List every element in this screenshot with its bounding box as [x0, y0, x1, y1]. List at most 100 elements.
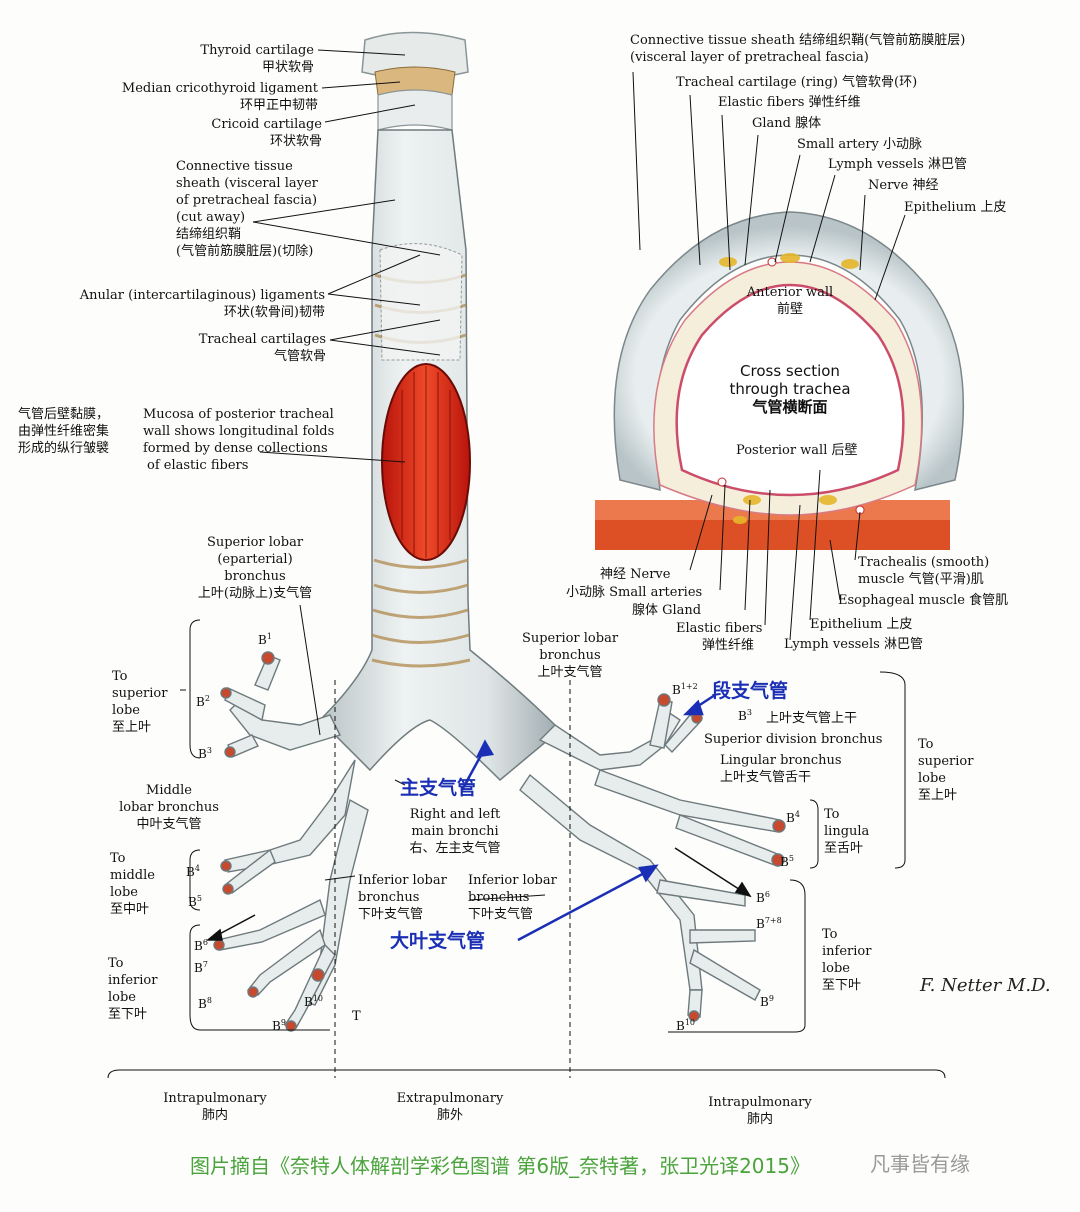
label-text: Esophageal muscle 食管肌: [838, 593, 1009, 608]
label-cs-small-arteries: 小动脉 Small arteries: [566, 584, 702, 601]
annotation-arrows: [460, 693, 716, 942]
seg-text: B: [198, 747, 207, 761]
label-line: of elastic fibers: [147, 458, 249, 473]
label-line: 气管后壁黏膜，: [18, 407, 110, 422]
label-text: Epithelium 上皮: [810, 617, 913, 632]
label-segmental-bronchi-blue: 段支气管: [712, 680, 788, 702]
label-line: bronchus: [539, 648, 601, 663]
seg-sup: 1+2: [680, 682, 698, 691]
label-cs-lymph-bottom: Lymph vessels 淋巴管: [784, 636, 923, 653]
segment-rb6: B6: [756, 886, 770, 907]
seg-text: B: [258, 633, 267, 647]
label-en: Intrapulmonary: [708, 1095, 812, 1110]
segment-rb10: B10: [676, 1014, 695, 1035]
label-text: Superior division bronchus: [704, 732, 883, 747]
region-intrapulmonary-right: Intrapulmonary 肺内: [685, 1094, 835, 1128]
label-connective-tissue-sheath: Connective tissue sheath (visceral layer…: [176, 158, 318, 260]
label-line: Inferior lobar: [358, 873, 447, 888]
black-arrows: [205, 847, 752, 941]
seg-text: B: [186, 865, 195, 879]
segment-rb5: B5: [780, 850, 794, 871]
label-anterior-wall: Anterior wall 前壁: [720, 284, 860, 318]
label-text: 神经 Nerve: [600, 567, 671, 582]
segment-b3: B3: [198, 742, 212, 763]
segment-rb12: B1+2: [672, 678, 698, 699]
seg-sup: 10: [684, 1018, 696, 1027]
seg-text: B: [196, 695, 205, 709]
label-cs-nerve: Nerve 神经: [868, 177, 938, 194]
label-zh: (气管前筋膜脏层)(切除): [176, 244, 314, 259]
label-en: Extrapulmonary: [396, 1091, 504, 1106]
label-line: lobar bronchus: [119, 800, 219, 815]
right-bronchial-tree: [213, 651, 369, 1032]
label-en: Elastic fibers: [676, 621, 763, 636]
label-cs-nerve-bottom: 神经 Nerve: [600, 566, 670, 583]
label-zh: 甲状软骨: [261, 60, 314, 75]
label-cs-cartilage: Tracheal cartilage (ring) 气管软骨(环): [676, 74, 917, 91]
segment-b4: B4: [186, 860, 200, 881]
label-cs-epithelium: Epithelium 上皮: [904, 199, 1006, 216]
label-line: 形成的纵行皱襞: [18, 441, 110, 456]
label-tracheal-cartilages: Tracheal cartilages 气管软骨: [150, 331, 326, 365]
label-lingular-bronchus: Lingular bronchus 上叶支气管舌干: [720, 752, 842, 786]
seg-text: B: [760, 995, 769, 1009]
seg-text: B: [756, 917, 765, 931]
label-line: To: [824, 807, 840, 822]
label-inferior-lobar-left: Inferior lobar bronchus 下叶支气管: [358, 872, 447, 923]
label-line: Inferior lobar: [468, 873, 557, 888]
label-esophageal-muscle: Esophageal muscle 食管肌: [838, 592, 1008, 609]
label-cs-gland: Gland 腺体: [752, 115, 821, 132]
label-text: 大叶支气管: [390, 930, 486, 952]
seg-sup: 8: [206, 996, 212, 1005]
seg-text: B: [786, 811, 795, 825]
label-line: lobe: [108, 990, 136, 1005]
cross-section-title: Cross section through trachea 气管横断面: [700, 362, 880, 416]
label-line: Trachealis (smooth): [858, 555, 990, 570]
source-caption: 图片摘自《奈特人体解剖学彩色图谱 第6版_奈特著，张卫光译2015》: [190, 1154, 810, 1178]
seg-text: B: [188, 895, 197, 909]
label-zh: 前壁: [776, 302, 803, 317]
seg-text: B: [194, 961, 203, 975]
segment-b2: B2: [196, 690, 210, 711]
label-zh: 至上叶: [918, 788, 958, 803]
label-en: Cricoid cartilage: [211, 117, 322, 132]
label-zh: 上叶(动脉上)支气管: [197, 586, 313, 601]
segment-b8: B8: [198, 992, 212, 1013]
label-text: 腺体 Gland: [632, 603, 702, 618]
label-line: inferior: [822, 944, 872, 959]
label-line: lobe: [918, 771, 946, 786]
label-to-superior-lobe-right: To superior lobe 至上叶: [918, 736, 973, 804]
label-line: superior: [112, 686, 168, 701]
label-line: superior: [918, 754, 974, 769]
label-line: Right and left: [409, 807, 501, 822]
seg-sup: 4: [794, 810, 800, 819]
label-line: of pretracheal fascia): [176, 193, 318, 208]
label-line: formed by dense collections: [143, 441, 328, 456]
segment-rb4: B4: [786, 806, 800, 827]
label-text: T: [352, 1009, 361, 1024]
label-zh: 环甲正中韧带: [239, 98, 318, 113]
region-extrapulmonary: Extrapulmonary 肺外: [375, 1090, 525, 1124]
seg-sup: 6: [202, 938, 208, 947]
label-line: wall shows longitudinal folds: [143, 424, 335, 439]
label-zh: 环状(软骨间)韧带: [223, 305, 325, 320]
label-line: muscle 气管(平滑)肌: [858, 572, 984, 587]
label-superior-trunk-zh: 上叶支气管上干: [766, 710, 857, 727]
seg-text: B: [738, 709, 747, 723]
label-anular-ligaments: Anular (intercartilaginous) ligaments 环状…: [40, 287, 325, 321]
trachea: [318, 129, 562, 782]
seg-sup: 6: [764, 890, 770, 899]
label-text: 小动脉 Small arteries: [566, 585, 703, 600]
label-line: Connective tissue: [176, 159, 293, 174]
label-line: To: [112, 669, 128, 684]
label-line: lobe: [112, 703, 140, 718]
label-zh: 肺内: [201, 1108, 228, 1123]
label-text: Lymph vessels 淋巴管: [784, 637, 923, 652]
seg-sup: 7+8: [764, 916, 782, 925]
label-line: To: [918, 737, 934, 752]
label-text: Elastic fibers 弹性纤维: [718, 95, 861, 110]
label-to-middle-lobe: To middle lobe 至中叶: [110, 850, 155, 918]
label-thyroid-cartilage: Thyroid cartilage 甲状软骨: [150, 42, 314, 76]
label-line: 由弹性纤维密集: [18, 424, 110, 439]
